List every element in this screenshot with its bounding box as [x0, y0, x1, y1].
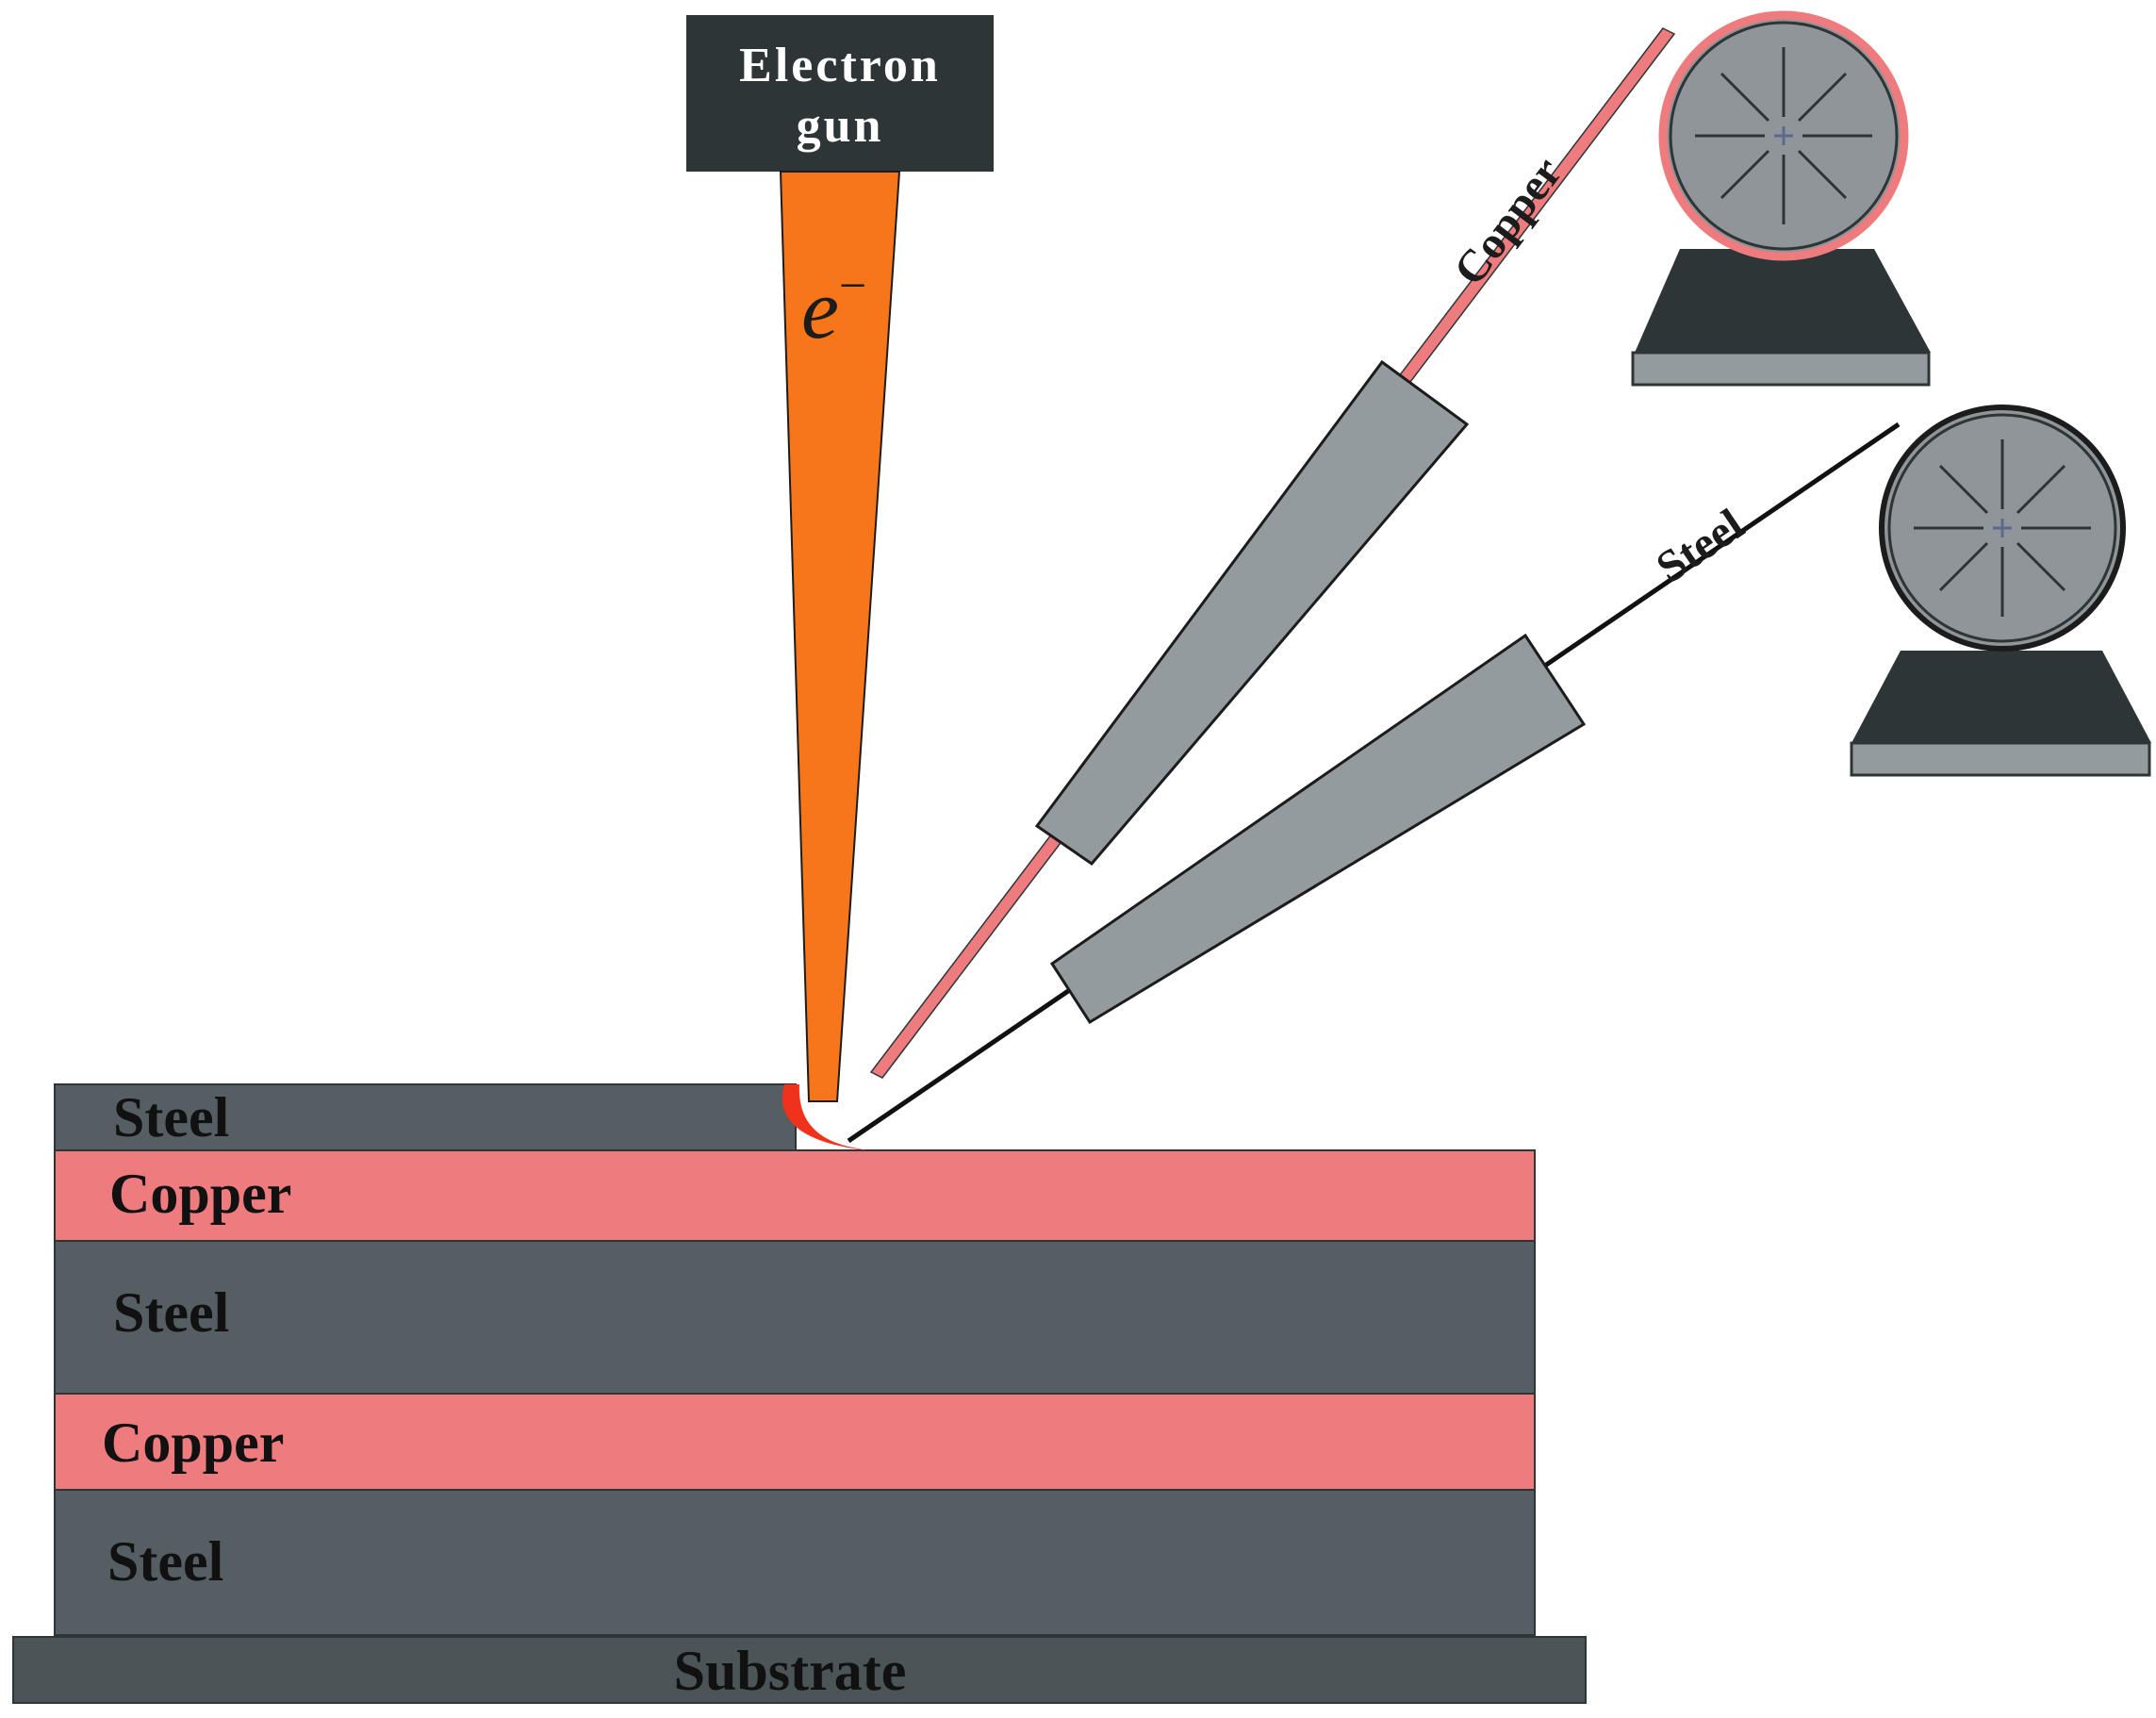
- steel-layer-top-label: Steel: [113, 1086, 229, 1148]
- electron-symbol-charge: −: [839, 259, 866, 313]
- steel-spool-base: [1850, 741, 2151, 777]
- copper-layer-upper: [54, 1149, 1536, 1242]
- steel-layer-middle: [54, 1240, 1536, 1395]
- steel-layer-bottom: [54, 1489, 1536, 1636]
- copper-spool-spokes: [1695, 47, 1872, 224]
- steel-layer-bottom-label: Steel: [107, 1530, 223, 1593]
- steel-spool-hub: [1993, 519, 2012, 537]
- steel-spool-stand: [1852, 651, 2151, 743]
- substrate-label: Substrate: [674, 1640, 907, 1702]
- electron-gun-label-line2: gun: [797, 99, 884, 153]
- substrate-plate: [12, 1636, 1587, 1704]
- electron-gun: Electron gun: [686, 15, 994, 172]
- deposited-layers: Steel Copper Steel Copper Steel: [54, 1083, 1536, 1636]
- copper-spool-hub: [1774, 126, 1793, 145]
- copper-spool-wheel-rim: [1669, 21, 1899, 251]
- copper-wire-feeder-nozzle: [1034, 359, 1470, 867]
- copper-spool-base: [1631, 351, 1931, 387]
- copper-spool: [1631, 10, 1931, 387]
- copper-layer-lower: [54, 1393, 1536, 1491]
- steel-layer-top: [54, 1083, 797, 1151]
- substrate: Substrate: [12, 1636, 1587, 1704]
- electron-symbol-e: e: [801, 263, 839, 356]
- steel-spool-spokes: [1914, 439, 2091, 617]
- electron-gun-body: [686, 15, 994, 172]
- melt-pool: [782, 1084, 867, 1150]
- copper-layer-lower-label: Copper: [102, 1412, 284, 1474]
- copper-layer-upper-label: Copper: [109, 1163, 291, 1225]
- steel-wire-feeder-nozzle: [1049, 633, 1587, 1025]
- copper-wire-label: Copper: [1444, 148, 1572, 294]
- electron-beam-cone: [779, 171, 901, 1102]
- electron-beam: e−: [779, 171, 901, 1102]
- steel-wire-label: Steel: [1648, 500, 1753, 593]
- copper-spool-stand: [1635, 249, 1931, 353]
- steel-spool: [1850, 405, 2151, 777]
- steel-layer-middle-label: Steel: [113, 1281, 229, 1344]
- steel-spool-wheel-rim: [1887, 413, 2117, 643]
- electron-gun-label-line1: Electron: [739, 39, 941, 92]
- electron-symbol: e−: [801, 259, 866, 356]
